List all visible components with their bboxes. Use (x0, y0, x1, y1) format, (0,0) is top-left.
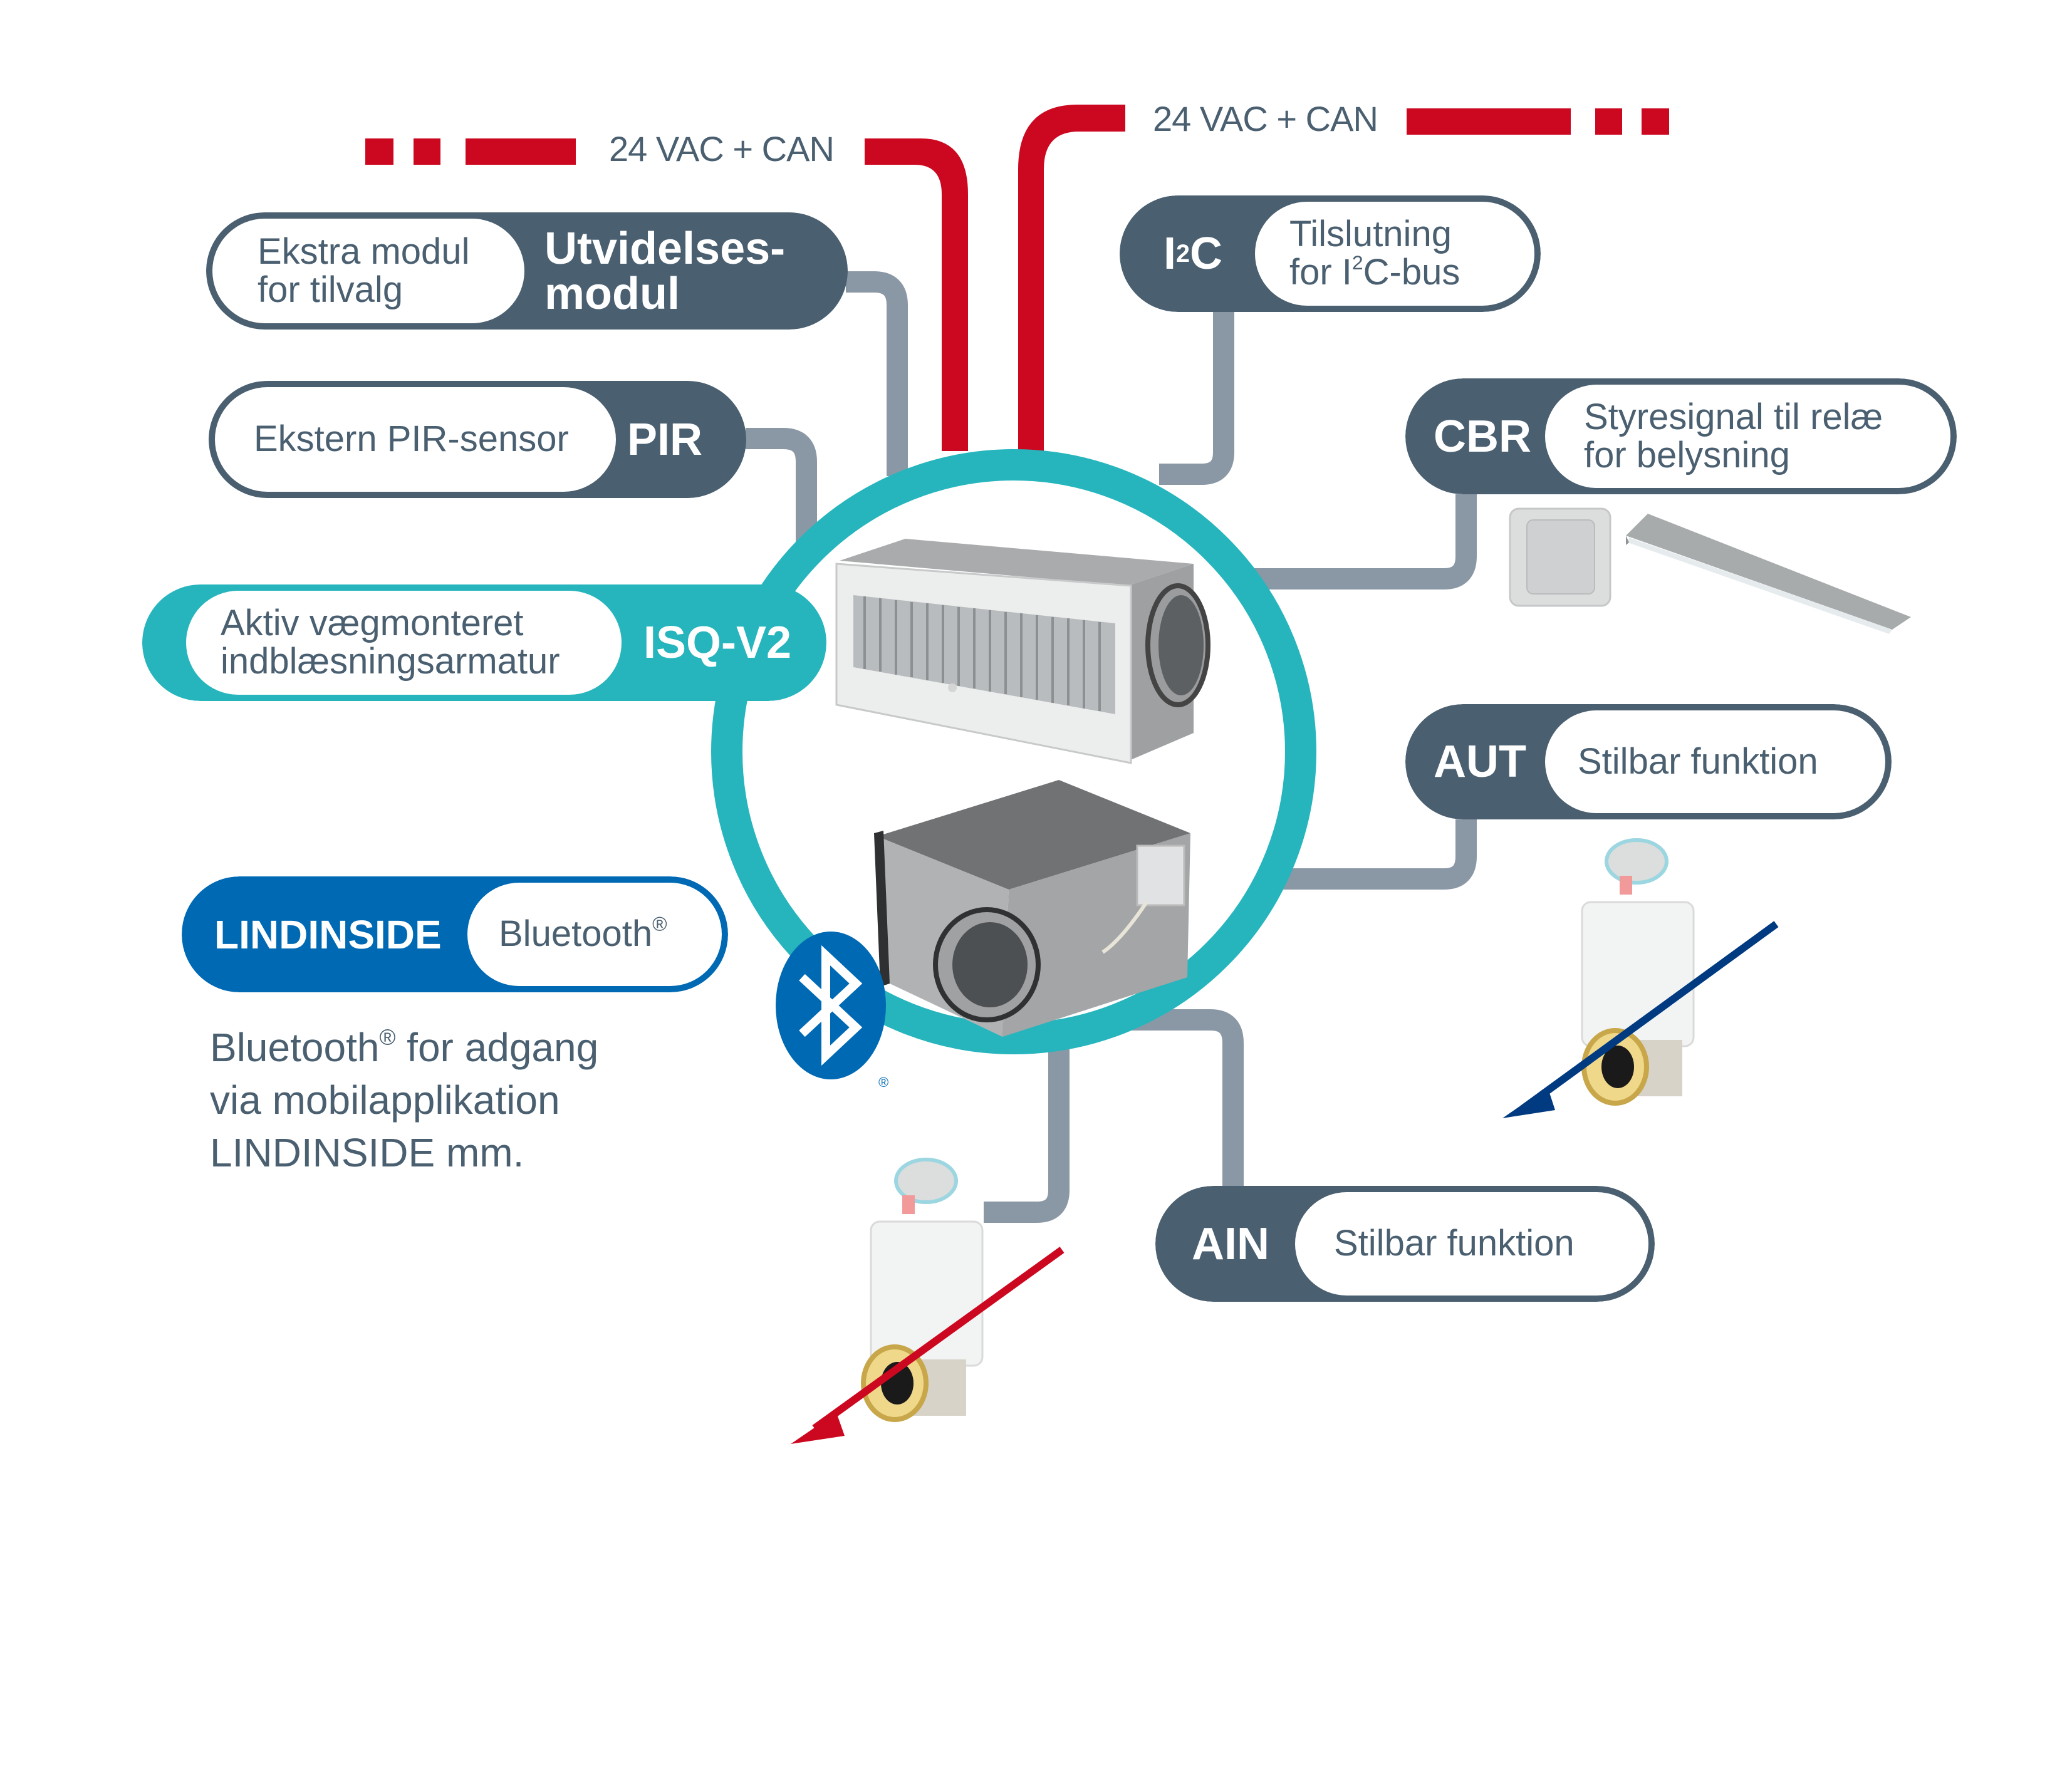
power-dash (1407, 108, 1571, 135)
power-dash (466, 138, 576, 165)
bluetooth-note: Bluetooth® for adgang via mobilapplikati… (210, 1021, 598, 1179)
connector-ain (1096, 1009, 1244, 1186)
connector-cbr (1253, 494, 1477, 589)
note-registered-mark: ® (379, 1025, 396, 1050)
valve-actuator-ain-image (791, 1158, 1065, 1444)
cbr-desc-box: Styresignal til relæ for belysning (1545, 385, 1950, 488)
pir-desc-box: Ekstern PIR-sensor (215, 387, 616, 492)
power-dash (365, 138, 393, 165)
expansion-desc-line1: Ekstra modul (258, 231, 470, 272)
connector-pir (746, 428, 817, 545)
isq-desc-line1: Aktiv vægmonteret (221, 603, 524, 644)
power-dash (414, 138, 440, 165)
expansion-tag-line1: Utvidelses- (544, 223, 786, 274)
power-label-right: 24 VAC + CAN (1153, 99, 1378, 138)
cbr-desc-line2: for belysning (1584, 434, 1790, 475)
cbr-desc-line1: Styresignal til relæ (1584, 396, 1883, 437)
flow-arrow-red (812, 1247, 1065, 1431)
aut-desc: Stilbar funktion (1578, 740, 1818, 782)
isq-v2-pill[interactable]: Aktiv vægmonteret indblæsningsarmatur IS… (142, 584, 826, 701)
note-line1-pre: Bluetooth (210, 1025, 380, 1070)
aut-pill[interactable]: AUT Stilbar funktion (1405, 704, 1892, 819)
lindinside-desc-box: Bluetooth® (467, 883, 722, 986)
lindinside-desc: Bluetooth (499, 913, 653, 955)
power-dash (1642, 108, 1669, 135)
aut-desc-box: Stilbar funktion (1545, 710, 1885, 813)
plenum-box-image (874, 780, 1190, 1037)
bluetooth-icon: ® (776, 932, 888, 1090)
note-line1-post: for adgang (395, 1025, 599, 1070)
aut-tag: AUT (1434, 737, 1526, 787)
i2c-desc-line1: Tilslutning (1289, 214, 1452, 255)
expansion-tag-line2: modul (544, 268, 680, 319)
ain-desc-box: Stilbar funktion (1295, 1192, 1648, 1296)
expansion-module-pill[interactable]: Ekstra modul for tilvalg Utvidelses- mod… (206, 212, 848, 330)
ain-pill[interactable]: AIN Stilbar funktion (1155, 1186, 1655, 1302)
i2c-desc-box: Tilslutning for I2C-bus (1255, 202, 1534, 306)
ain-tag: AIN (1192, 1218, 1269, 1269)
ceiling-luminaire-image (1626, 514, 1911, 634)
registered-mark: ® (652, 913, 667, 936)
expansion-tag: Utvidelses- modul (544, 212, 785, 330)
connector-aut (1278, 819, 1477, 890)
registered-mark-icon: ® (878, 1074, 888, 1090)
isq-desc-line2: indblæsningsarmatur (221, 641, 560, 682)
connector-expansion (846, 271, 908, 476)
power-dash (1595, 108, 1622, 135)
lindinside-tag: LINDINSIDE (214, 911, 442, 957)
connector-i2c (1159, 312, 1234, 485)
valve-actuator-aut-image (1502, 838, 1779, 1118)
pir-pill[interactable]: Ekstern PIR-sensor PIR (209, 381, 746, 498)
note-line3: LINDINSIDE mm. (210, 1130, 524, 1175)
ain-desc: Stilbar funktion (1334, 1223, 1575, 1264)
pir-desc: Ekstern PIR-sensor (254, 418, 569, 460)
isq-desc-box: Aktiv vægmonteret indblæsningsarmatur (186, 591, 622, 695)
expansion-desc-line2: for tilvalg (258, 269, 403, 310)
lindinside-pill[interactable]: LINDINSIDE Bluetooth® (182, 876, 728, 992)
cbr-pill[interactable]: CBR Styresignal til relæ for belysning (1405, 378, 1957, 494)
power-line-left (865, 138, 968, 451)
power-lines (365, 105, 1669, 451)
wall-switch-image (1509, 507, 1611, 607)
isq-tag: ISQ-V2 (643, 618, 792, 668)
isq-diffuser-image (835, 539, 1210, 764)
power-line-right (1018, 105, 1125, 451)
note-line2: via mobilapplikation (210, 1078, 560, 1123)
connector-valve-left (984, 1040, 1070, 1223)
flow-arrow-blue (1520, 921, 1779, 1112)
expansion-desc-box: Ekstra modul for tilvalg (212, 219, 524, 323)
pir-tag: PIR (627, 414, 703, 465)
cbr-tag: CBR (1434, 411, 1531, 462)
i2c-desc-line2: for I2C-bus (1289, 251, 1460, 293)
power-label-left: 24 VAC + CAN (609, 129, 835, 169)
